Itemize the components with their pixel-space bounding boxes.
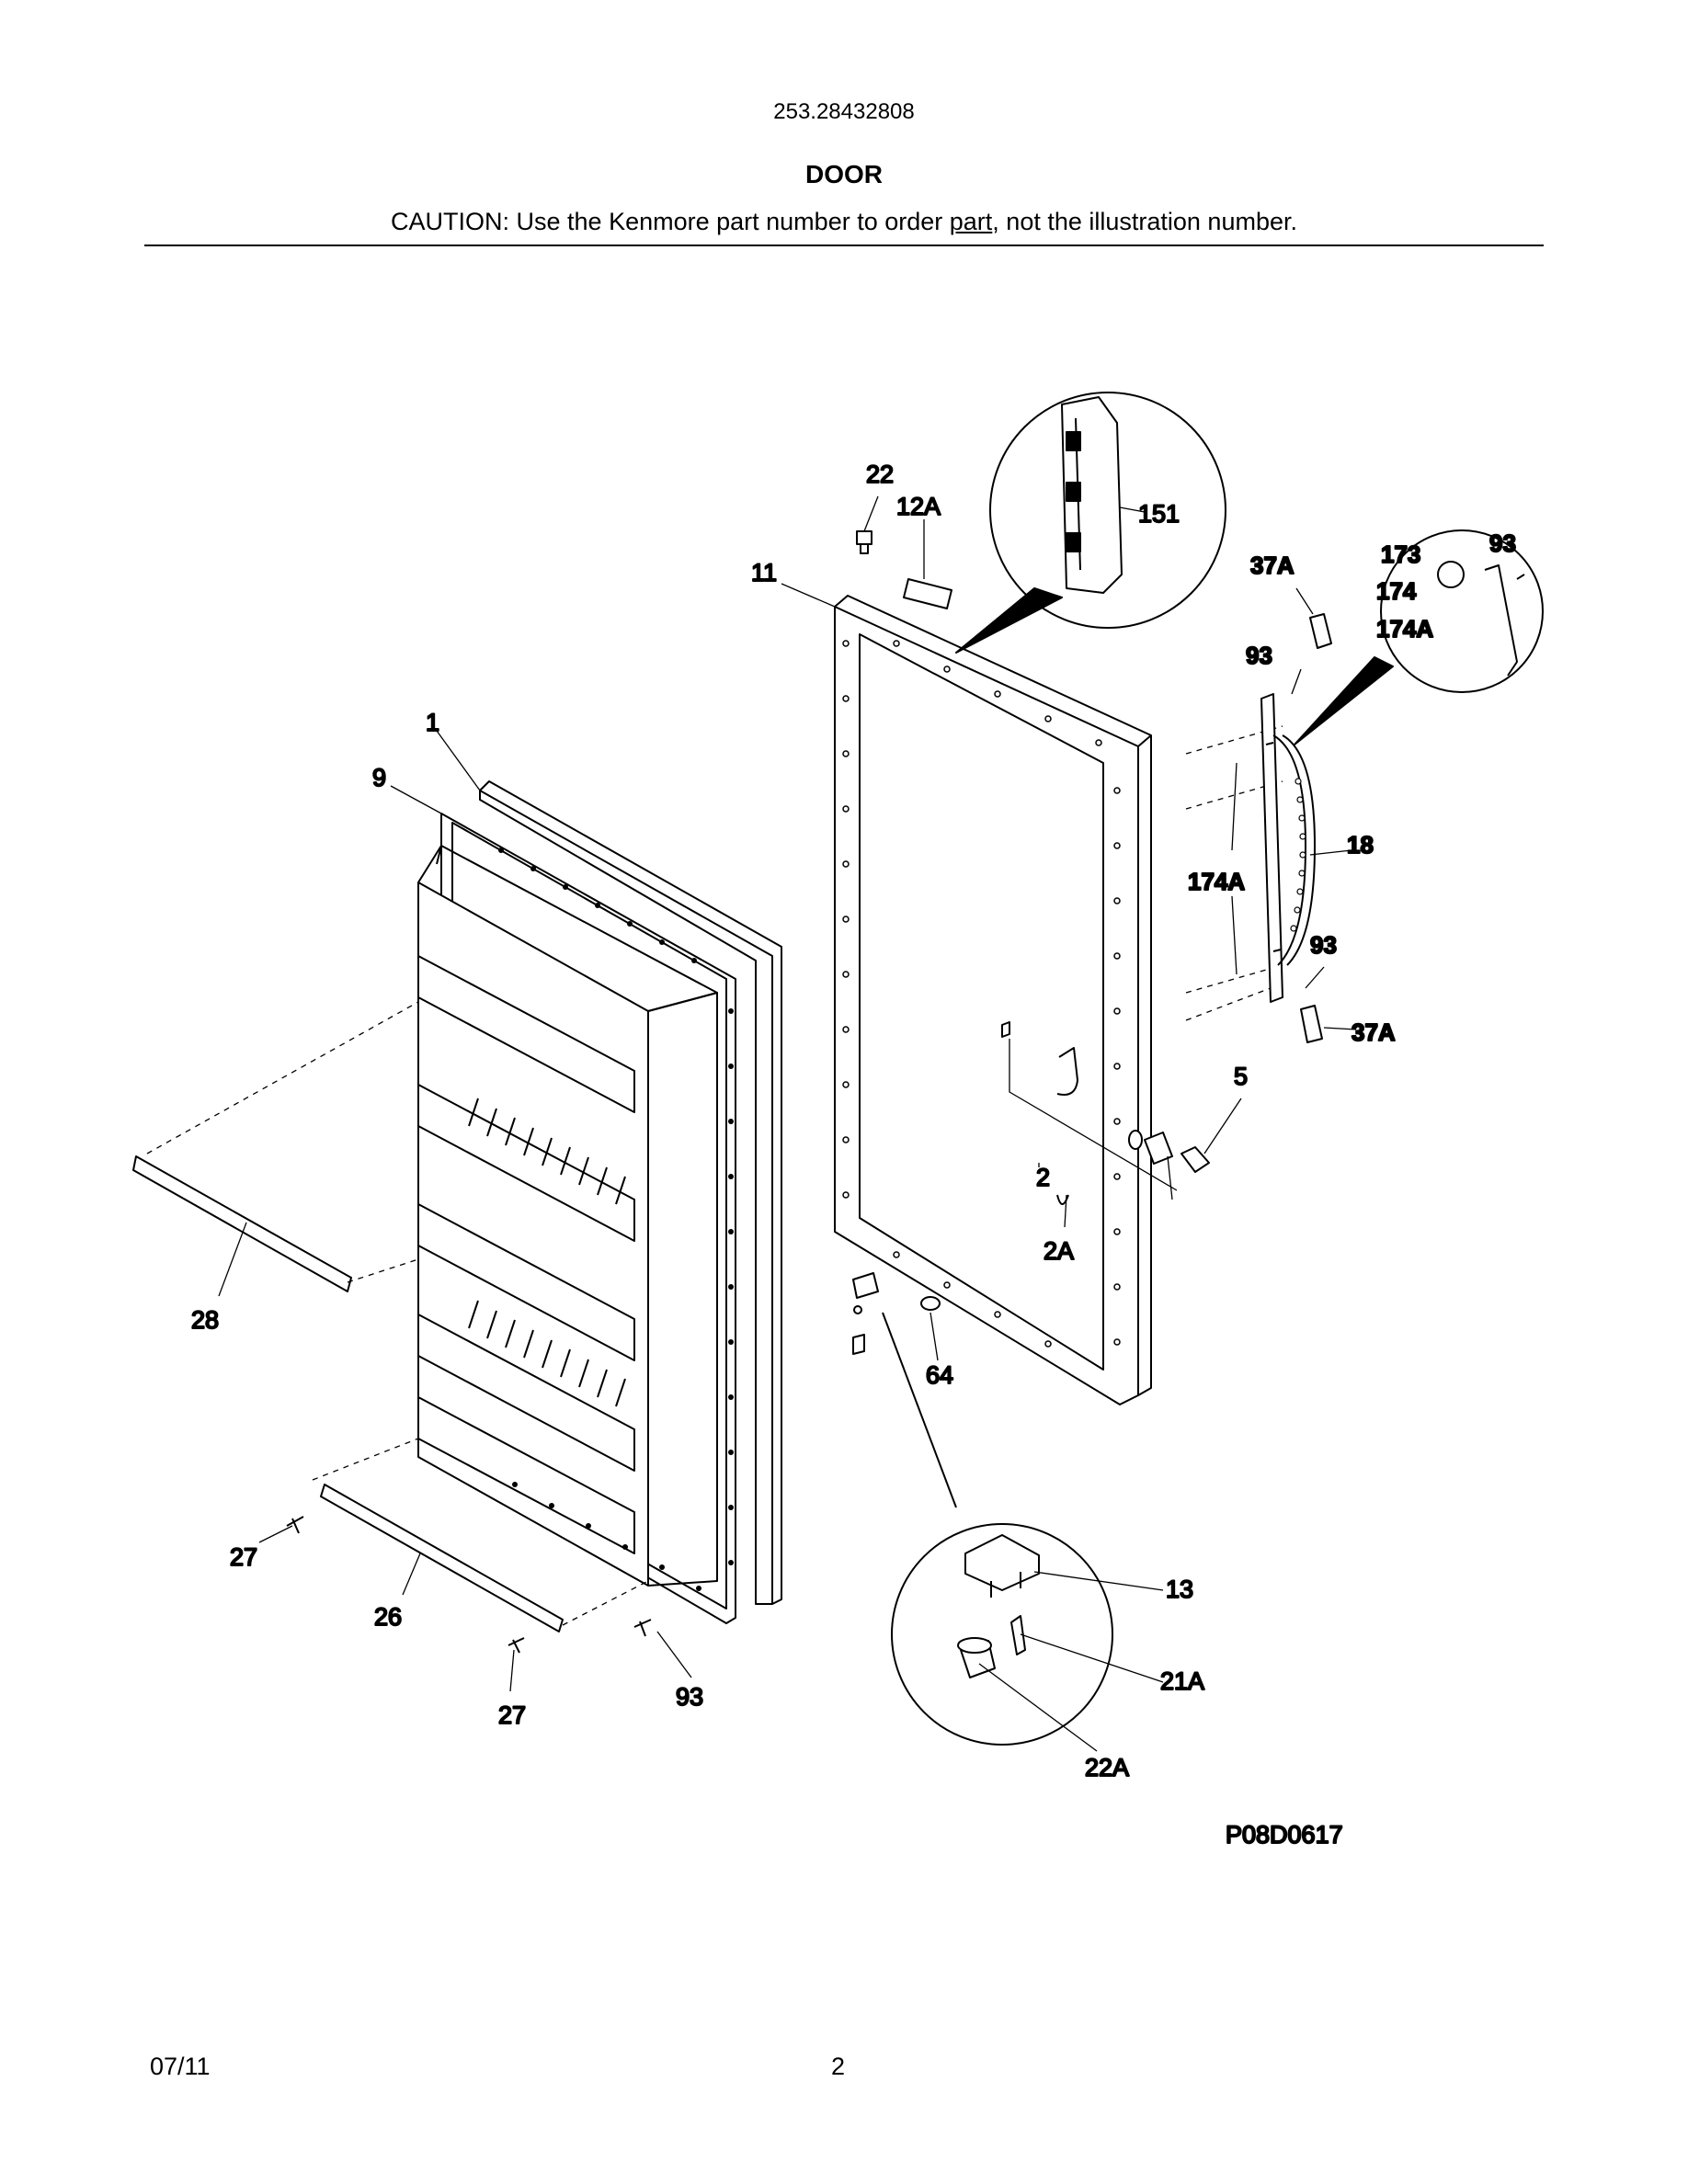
zoom-detail-handle-screw	[1294, 529, 1544, 745]
strike-2	[1001, 1021, 1078, 1205]
callout-5: 5	[1234, 1063, 1248, 1090]
callout-13: 13	[1166, 1575, 1193, 1603]
screws-bottom	[286, 1516, 652, 1654]
callout-22: 22	[866, 461, 894, 488]
door-handle-18	[1260, 693, 1316, 1003]
header-divider	[144, 245, 1544, 246]
model-number: 253.28432808	[773, 99, 915, 124]
callout-64: 64	[926, 1361, 953, 1389]
alignment-lines	[146, 725, 1283, 1626]
callout-22A: 22A	[1085, 1754, 1129, 1781]
callout-93-lower: 93	[1310, 931, 1337, 959]
callout-93-zoom: 93	[1489, 529, 1516, 557]
section-title: DOOR	[805, 160, 883, 188]
callout-151: 151	[1138, 500, 1180, 528]
outer-door-panel	[834, 595, 1152, 1405]
caution-text-start: CAUTION: Use the Kenmore part number to …	[391, 208, 950, 235]
callout-26: 26	[374, 1603, 402, 1631]
callout-93-bottom: 93	[676, 1683, 703, 1711]
callout-2A: 2A	[1044, 1237, 1074, 1265]
callout-9: 9	[372, 764, 386, 791]
callout-174A: 174A	[1188, 868, 1245, 895]
lock-assembly-5	[1128, 1130, 1210, 1173]
shelf-retainer-bar-26	[320, 1484, 564, 1632]
door-liner	[417, 780, 782, 1624]
page-number: 2	[831, 2053, 846, 2080]
callout-174: 174	[1376, 577, 1417, 605]
zoom-detail-hinge	[882, 1312, 1113, 1746]
callout-27-bottom: 27	[498, 1701, 526, 1729]
callout-leaders	[218, 495, 1357, 1752]
label-12A	[903, 578, 952, 609]
shelf-retainer-bar-28	[132, 1155, 352, 1292]
callout-21A: 21A	[1160, 1667, 1204, 1695]
zoom-detail-151	[955, 392, 1226, 654]
callout-173: 173	[1381, 540, 1420, 568]
callout-11: 11	[751, 559, 777, 586]
end-cap-37A-top	[1309, 613, 1332, 649]
drawing-number: P08D0617	[1226, 1821, 1343, 1848]
caution-part-link[interactable]: part	[949, 208, 993, 235]
caution-text: CAUTION: Use the Kenmore part number to …	[0, 208, 1688, 236]
callout-37A-bottom: 37A	[1352, 1018, 1396, 1046]
callout-93-upper: 93	[1246, 642, 1272, 669]
callout-174A-zoom: 174A	[1376, 615, 1433, 643]
end-cap-37A-bottom	[1300, 1005, 1323, 1043]
callout-1: 1	[426, 709, 439, 736]
hinge-parts	[852, 1272, 941, 1355]
footer-date: 07/11	[150, 2053, 211, 2080]
screw-22	[856, 530, 873, 554]
callout-2: 2	[1036, 1164, 1050, 1191]
callout-12A: 12A	[896, 493, 941, 520]
caution-text-end: , not the illustration number.	[992, 208, 1297, 235]
callout-27-left: 27	[230, 1543, 257, 1571]
callout-37A-top: 37A	[1250, 552, 1295, 579]
callout-28: 28	[191, 1306, 219, 1334]
callout-18: 18	[1347, 831, 1374, 859]
